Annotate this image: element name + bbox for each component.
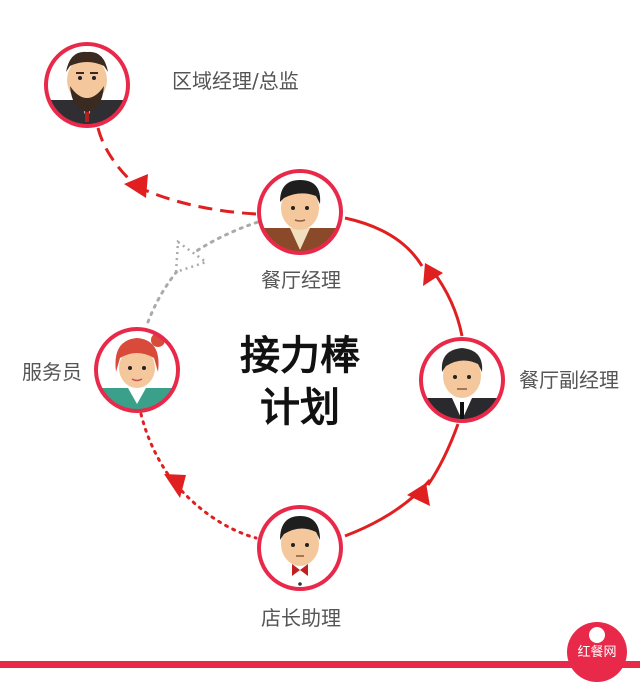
relay-plan-diagram: 区域经理/总监 餐厅经理 餐厅副经理 服务员 店长助理 接力棒 计划 红餐网 (0, 42, 640, 682)
label-director: 区域经理/总监 (172, 69, 299, 93)
avatar-waiter (94, 327, 180, 413)
arrowhead-waiter-to-assistant (164, 474, 186, 498)
arc-manager-to-deputy (344, 216, 424, 267)
arrowhead-assistant-to-deputy (407, 483, 430, 506)
logo-icon (589, 627, 605, 643)
logo-text: 红餐网 (577, 645, 617, 660)
label-manager: 餐厅经理 (261, 268, 341, 292)
arc-deputy-to-assistant (426, 423, 460, 486)
dashed-manager-to-director (139, 186, 257, 216)
title-line-1: 接力棒 (240, 333, 360, 379)
arc-assistant-to-deputy (344, 479, 432, 538)
arrowhead-deputy-to-manager (423, 263, 443, 286)
arrowhead-manager-to-director (124, 174, 148, 198)
title-line-2: 计划 (260, 385, 340, 431)
arc-deputy-to-manager (430, 269, 464, 337)
avatar-director (44, 42, 130, 128)
label-assistant: 店长助理 (261, 606, 341, 630)
avatar-deputy (419, 337, 505, 423)
dotted-waiter-to-assistant (139, 412, 258, 540)
dashed-director-link (96, 127, 132, 182)
dotted-waiter-to-manager (146, 220, 260, 324)
bottom-accent-bar (0, 661, 640, 668)
avatar-assistant (257, 505, 343, 591)
avatar-manager (257, 169, 343, 255)
label-waiter: 服务员 (22, 360, 82, 384)
diagram-graphics (44, 42, 505, 591)
label-deputy: 餐厅副经理 (519, 368, 619, 392)
hollow-arrowhead-waiter-to-manager (174, 239, 209, 274)
